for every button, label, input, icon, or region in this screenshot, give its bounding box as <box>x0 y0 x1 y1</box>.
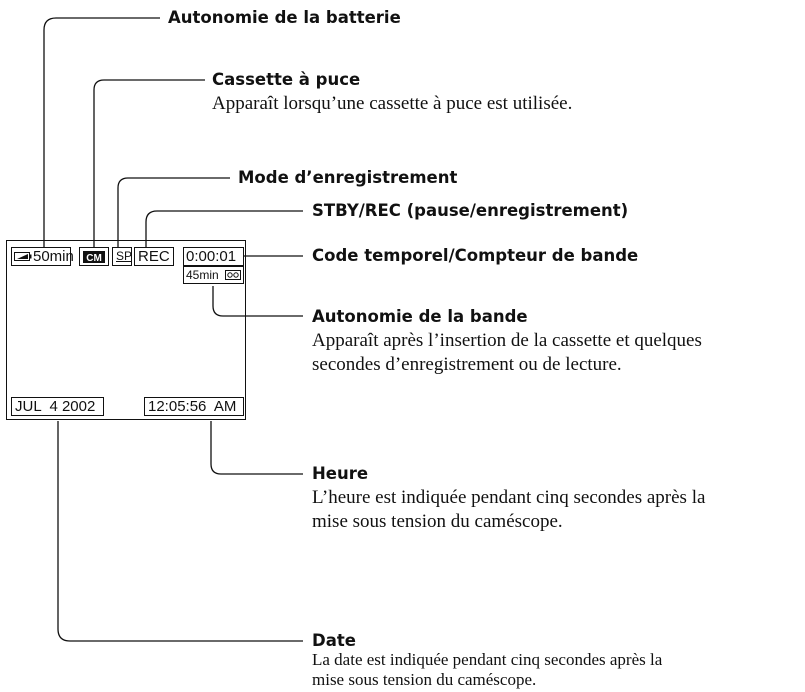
battery-icon <box>14 252 32 261</box>
time-code-indicator: 0:00:01 <box>183 247 244 266</box>
camcorder-screen: 50min CM SP REC 0:00:01 45min JUL 4 2002… <box>6 240 246 420</box>
callout-tape-remaining-desc-1: Apparaît après l’insertion de la cassett… <box>312 330 702 351</box>
callout-tape-remaining-desc-2: secondes d’enregistrement ou de lecture. <box>312 354 622 375</box>
date: JUL 4 2002 <box>15 398 96 415</box>
cassette-memory-indicator: CM <box>79 247 109 266</box>
leader-date <box>57 421 303 642</box>
callout-clock-title: Heure <box>312 464 369 483</box>
cassette-memory-text: CM <box>86 253 102 263</box>
leader-cassette <box>93 79 205 248</box>
callout-stby-rec-title: STBY/REC (pause/enregistrement) <box>312 201 629 220</box>
leader-clock <box>210 421 303 475</box>
date-indicator: JUL 4 2002 <box>11 397 104 416</box>
leader-rec-mode <box>117 177 230 248</box>
callout-cassette-desc: Apparaît lorsqu’une cassette à puce est … <box>212 93 573 114</box>
callout-date-desc-1: La date est indiquée pendant cinq second… <box>312 650 663 669</box>
callout-clock-desc-1: L’heure est indiquée pendant cinq second… <box>312 487 706 508</box>
rec-status-indicator: REC <box>134 247 174 266</box>
callout-time-code-title: Code temporel/Compteur de bande <box>312 246 639 265</box>
clock: 12:05:56 AM <box>148 398 237 415</box>
tape-icon <box>225 270 241 280</box>
battery-time: 50min <box>33 248 74 265</box>
callout-battery-title: Autonomie de la batterie <box>168 8 401 27</box>
callout-date-desc-2: mise sous tension du caméscope. <box>312 670 537 689</box>
callout-date-title: Date <box>312 631 356 650</box>
leader-battery <box>43 17 160 248</box>
leader-tape-remaining <box>212 286 303 317</box>
callout-tape-remaining-title: Autonomie de la bande <box>312 307 528 326</box>
clock-indicator: 12:05:56 AM <box>144 397 244 416</box>
battery-indicator: 50min <box>11 247 74 266</box>
tape-remaining: 45min <box>186 268 219 282</box>
callout-clock-desc-2: mise sous tension du caméscope. <box>312 511 563 532</box>
rec-mode-indicator: SP <box>112 247 132 266</box>
time-code: 0:00:01 <box>186 248 237 265</box>
callout-cassette-title: Cassette à puce <box>212 70 361 89</box>
callout-rec-mode-title: Mode d’enregistrement <box>238 168 458 187</box>
rec-status: REC <box>138 248 170 265</box>
cassette-memory-icon: CM <box>83 251 105 263</box>
leader-stby-rec <box>145 210 303 248</box>
rec-mode: SP <box>116 249 133 263</box>
tape-remaining-indicator: 45min <box>183 266 244 284</box>
